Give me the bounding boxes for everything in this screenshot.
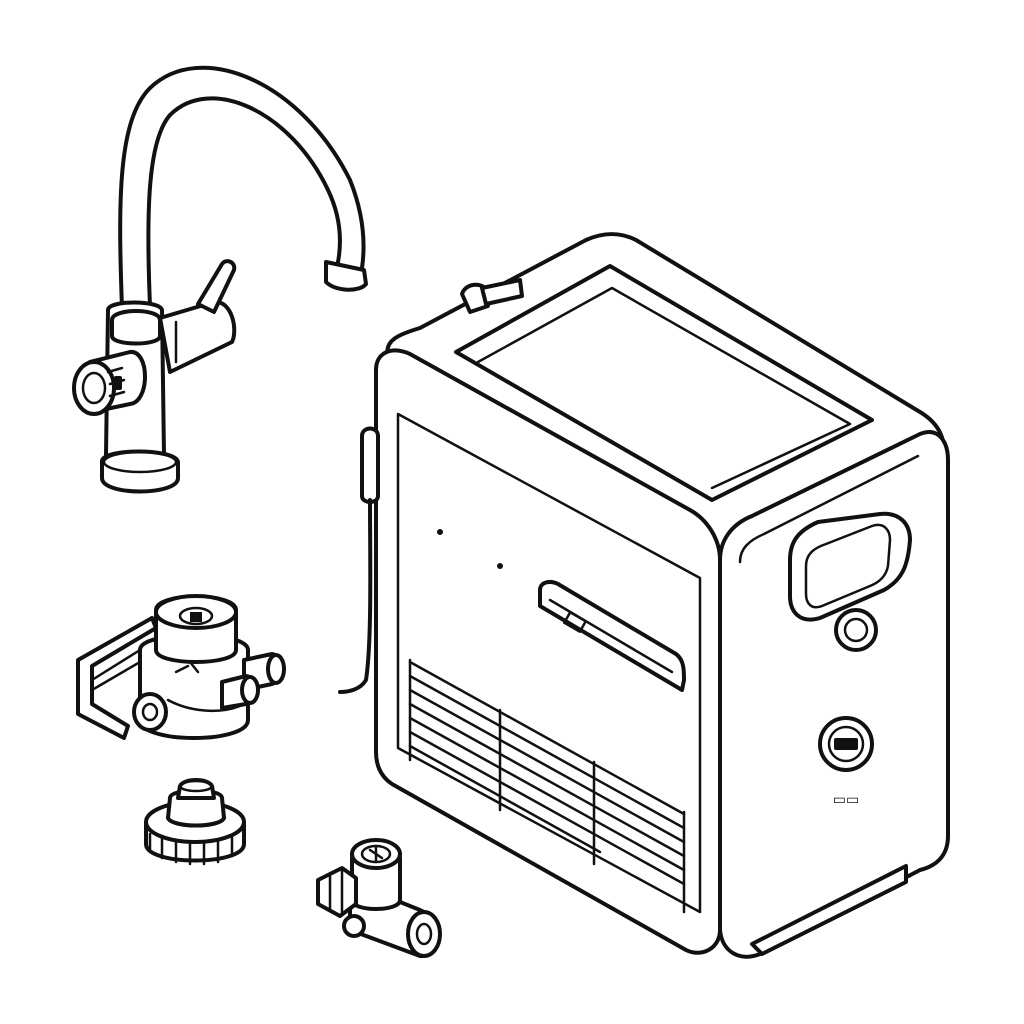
filter-head-icon [76, 594, 286, 740]
adapter-nut-icon [144, 778, 246, 866]
svg-text:▭▭: ▭▭ [833, 792, 859, 808]
angle-valve-icon [316, 838, 442, 958]
water-unit-icon: ▭▭ [338, 232, 950, 959]
faucet-icon [72, 65, 368, 494]
brand-logo-icon: ▭▭ [818, 716, 874, 808]
vent-grille [408, 658, 686, 914]
